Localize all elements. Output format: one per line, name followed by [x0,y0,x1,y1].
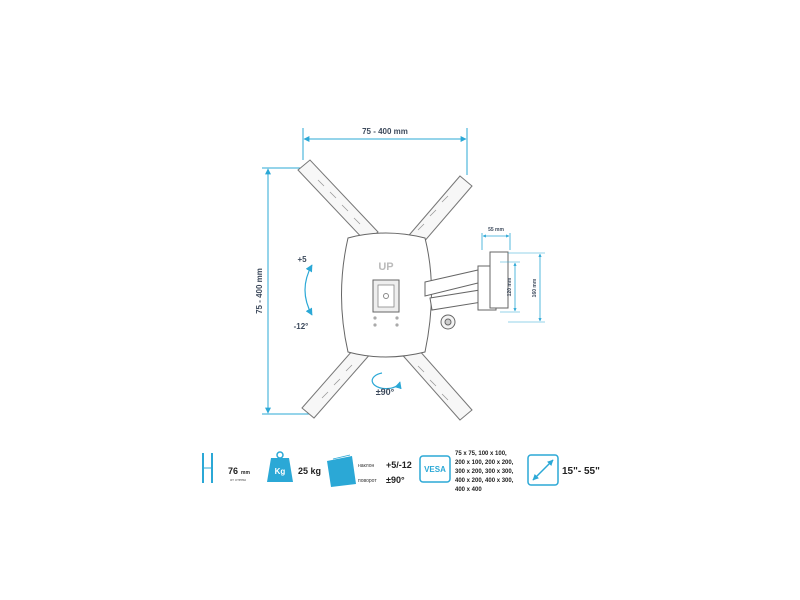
vesa-spec: VESA 75 x 75, 100 x 100, 200 x 100, 200 … [419,451,514,493]
tilt-label: наклон [358,463,375,469]
screen-size-spec: 15"- 55" [527,454,600,486]
vesa-icon [419,455,451,483]
vesa-line-2: 200 x 100, 200 x 200, [455,460,514,466]
rotation-indicator: ±90° [371,372,402,397]
vesa-label: VESA [424,465,446,474]
tilt-swivel-spec: наклон +5/-12 поворот ±90° [327,454,412,487]
monitor-icon [327,456,356,487]
vesa-line-3: 300 x 200, 300 x 300, [455,469,514,475]
arm-dimensions: 55 mm 120 mm 160 mm [481,227,545,323]
weight-icon [267,458,293,482]
swivel-label: поворот [358,478,377,484]
specs-bar: 76 mm от стены Kg 25 kg наклон +5/-12 по… [202,451,600,493]
wall-distance-spec: 76 mm от стены [202,453,250,483]
weight-spec: Kg 25 kg [267,451,321,482]
screen-size-value: 15"- 55" [562,466,600,477]
width-dimension: 75 - 400 mm [302,127,468,175]
rotation-label: ±90° [376,387,395,397]
brand-logo: UP [378,261,393,273]
tilt-indicator: +5 -12° [294,255,313,331]
vesa-line-5: 400 x 400 [455,487,482,493]
arm-height-outer-label: 160 mm [532,278,538,297]
tilt-down-label: -12° [294,322,309,331]
height-dimension: 75 - 400 mm [255,167,310,415]
tilt-value: +5/-12 [386,460,412,470]
wall-distance-unit: mm [241,470,250,476]
screen-diagonal-icon [527,454,559,486]
weight-value: 25 kg [298,466,321,476]
vesa-line-4: 400 x 200, 400 x 300, [455,478,514,484]
weight-icon-label: Kg [275,467,286,476]
swing-arm [424,251,509,330]
arm-depth-label: 55 mm [488,227,504,233]
height-label: 75 - 400 mm [255,268,264,314]
wall-distance-value: 76 [228,466,238,476]
arm-height-inner-label: 120 mm [507,277,513,296]
swivel-value: ±90° [386,475,405,485]
vesa-line-1: 75 x 75, 100 x 100, [455,451,507,457]
width-label: 75 - 400 mm [362,127,408,136]
wall-icon [202,453,213,483]
tilt-up-label: +5 [297,255,307,264]
wall-distance-note: от стены [230,477,246,482]
